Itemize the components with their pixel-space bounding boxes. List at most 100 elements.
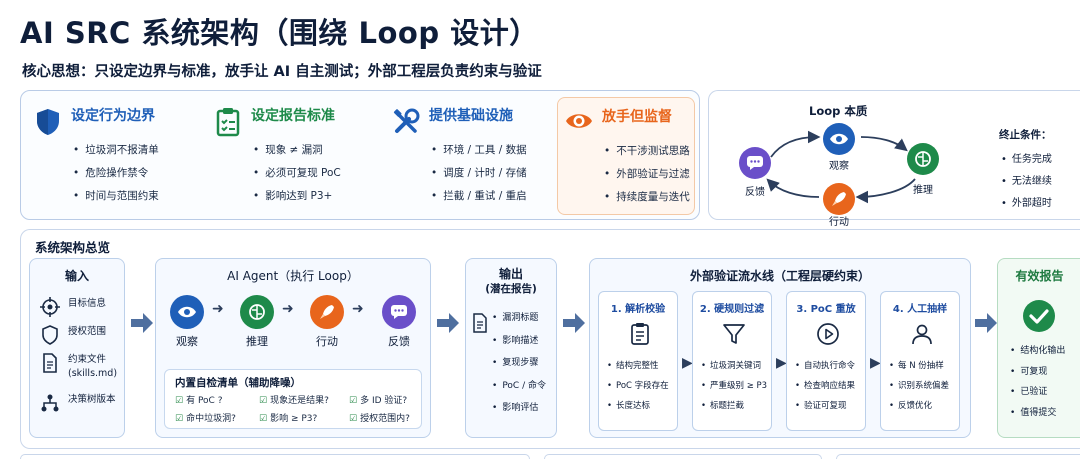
principle-title: 提供基础设施 <box>429 108 513 124</box>
feedback-node <box>739 147 771 179</box>
document-icon <box>473 313 487 333</box>
rocket-icon <box>832 192 846 206</box>
output-box: 输出 (潜在报告) 漏洞标题 影响描述 复现步骤 PoC / 命令 影响评估 <box>465 258 557 438</box>
stop-list: 任务完成 无法继续 外部超时 <box>1001 149 1052 215</box>
stage-title: 3. PoC 重放 <box>796 304 856 315</box>
stage-manual-sampling: 4. 人工抽样 每 N 份抽样 识别系统偏差 反馈优化 <box>880 291 960 431</box>
principle-items: 不干涉测试思路 外部验证与过滤 持续度量与迭代 <box>604 140 690 209</box>
flow-arrow-icon <box>437 313 459 333</box>
shield-icon <box>37 109 59 135</box>
stage-item: 检查响应结果 <box>795 376 855 396</box>
stage-item: 验证可复现 <box>795 396 855 416</box>
observe-label: 观察 <box>829 161 849 172</box>
stage-item: 每 N 份抽样 <box>889 356 949 376</box>
stage-item: 标题拦截 <box>701 396 767 416</box>
eye-icon <box>178 306 196 318</box>
principle-item: 垃圾洞不报清单 <box>73 139 159 162</box>
principle-items: 环境 / 工具 / 数据 调度 / 计时 / 存储 拦截 / 重试 / 重启 <box>431 139 526 208</box>
bottom-panel-edge <box>544 454 822 459</box>
stage-title: 2. 硬规则过滤 <box>699 304 765 315</box>
chat-icon <box>747 156 763 170</box>
loop-arrows <box>766 130 916 204</box>
principle-title: 放手但监督 <box>602 109 672 125</box>
agent-act-node <box>310 295 344 329</box>
stage-item: 自动执行命令 <box>795 356 855 376</box>
stop-item: 无法继续 <box>1001 171 1052 193</box>
input-item-target: 目标信息 <box>40 297 106 317</box>
pipeline-title: 外部验证流水线（工程层硬约束） <box>689 269 870 283</box>
checklist-item: ☑命中垃圾洞? <box>175 414 236 424</box>
act-label: 行动 <box>829 217 849 228</box>
principle-item: 必须可复现 PoC <box>253 162 341 185</box>
clipboard-icon <box>631 323 649 345</box>
stage-items: 自动执行命令 检查响应结果 验证可复现 <box>795 356 855 416</box>
check-icon: ☑ <box>259 396 268 406</box>
arrow-right-icon: ▶ <box>682 355 693 371</box>
person-icon <box>912 324 932 345</box>
brain-icon <box>915 151 931 167</box>
principle-item: 时间与范围约束 <box>73 185 159 208</box>
checklist-item: ☑多 ID 验证? <box>349 396 408 406</box>
stage-poc-replay: 3. PoC 重放 自动执行命令 检查响应结果 验证可复现 <box>786 291 866 431</box>
page-subtitle: 核心思想：只设定边界与标准，放手让 AI 自主测试；外部工程层负责约束与验证 <box>22 64 542 80</box>
input-item-constraints: 约束文件 (skills.md) <box>40 353 117 381</box>
stage-title: 4. 人工抽样 <box>892 304 948 315</box>
checklist-item: ☑影响 ≥ P3? <box>259 414 318 424</box>
principle-item: 拦截 / 重试 / 重启 <box>431 185 526 208</box>
input-label: 目标信息 <box>68 298 107 309</box>
principle-infrastructure: 提供基础设施 环境 / 工具 / 数据 调度 / 计时 / 存储 拦截 / 重试… <box>385 101 555 211</box>
check-icon: ☑ <box>175 414 184 424</box>
stage-parse: 1. 解析校验 结构完整性 PoC 字段存在 长度达标 <box>598 291 678 431</box>
principle-item: 环境 / 工具 / 数据 <box>431 139 526 162</box>
bottom-panel-edge <box>836 454 1080 459</box>
bottom-panel-edge <box>20 454 530 459</box>
output-subtitle: (潜在报告) <box>485 283 537 295</box>
principle-title: 设定报告标准 <box>251 108 335 124</box>
agent-box: AI Agent（执行 Loop） 观察 ➜ 推理 ➜ 行动 ➜ 反馈 内置自检… <box>155 258 431 438</box>
agent-step-label: 反馈 <box>388 335 410 348</box>
tools-icon <box>393 108 420 133</box>
observe-node <box>823 123 855 155</box>
clipboard-check-icon <box>216 108 240 137</box>
output-item: 复现步骤 <box>492 352 546 375</box>
principle-supervise: 放手但监督 不干涉测试思路 外部验证与过滤 持续度量与迭代 <box>557 97 695 215</box>
valid-items: 结构化输出 可复现 已验证 值得提交 <box>1010 341 1065 423</box>
valid-item: 已验证 <box>1010 382 1065 403</box>
input-label: 授权范围 <box>68 326 107 337</box>
self-check-list: 内置自检清单（辅助降噪） ☑有 PoC ? ☑现象还是结果? ☑多 ID 验证?… <box>164 369 422 429</box>
shield-outline-icon <box>42 325 58 345</box>
agent-observe-node <box>170 295 204 329</box>
agent-reason-node <box>240 295 274 329</box>
stop-item: 外部超时 <box>1001 193 1052 215</box>
reason-node <box>907 143 939 175</box>
loop-panel: Loop 本质 观察 推理 行动 反馈 终止条件： 任务完成 无法继续 外部超时 <box>708 90 1080 228</box>
output-item: 影响描述 <box>492 330 546 353</box>
input-label: 约束文件 (skills.md) <box>68 354 118 379</box>
principle-item: 不干涉测试思路 <box>604 140 690 163</box>
output-item: PoC / 命令 <box>492 375 546 398</box>
stop-item: 任务完成 <box>1001 149 1052 171</box>
arrow-right-icon: ➜ <box>352 301 364 317</box>
checklist-item: ☑有 PoC ? <box>175 396 223 406</box>
principle-item: 危险操作禁令 <box>73 162 159 185</box>
loop-title: Loop 本质 <box>809 104 868 118</box>
chat-icon <box>391 305 407 319</box>
valid-item: 可复现 <box>1010 362 1065 383</box>
check-icon: ☑ <box>175 396 184 406</box>
filter-icon <box>723 324 745 344</box>
stop-title: 终止条件： <box>999 129 1052 141</box>
check-icon: ☑ <box>349 396 358 406</box>
stage-items: 垃圾洞关键词 严重级别 ≥ P3 标题拦截 <box>701 356 767 416</box>
principle-items: 垃圾洞不报清单 危险操作禁令 时间与范围约束 <box>73 139 159 208</box>
stage-filter: 2. 硬规则过滤 垃圾洞关键词 严重级别 ≥ P3 标题拦截 <box>692 291 772 431</box>
eye-icon <box>830 133 848 145</box>
principle-behavior-boundary: 设定行为边界 垃圾洞不报清单 危险操作禁令 时间与范围约束 <box>27 101 187 211</box>
agent-feedback-node <box>382 295 416 329</box>
target-icon <box>40 297 60 317</box>
principle-items: 现象 ≠ 漏洞 必须可复现 PoC 影响达到 P3+ <box>253 139 341 208</box>
principle-item: 影响达到 P3+ <box>253 185 341 208</box>
act-node <box>823 183 855 215</box>
checklist-title: 内置自检清单（辅助降噪） <box>175 377 301 389</box>
document-icon <box>43 353 57 373</box>
arrow-right-icon: ➜ <box>282 301 294 317</box>
